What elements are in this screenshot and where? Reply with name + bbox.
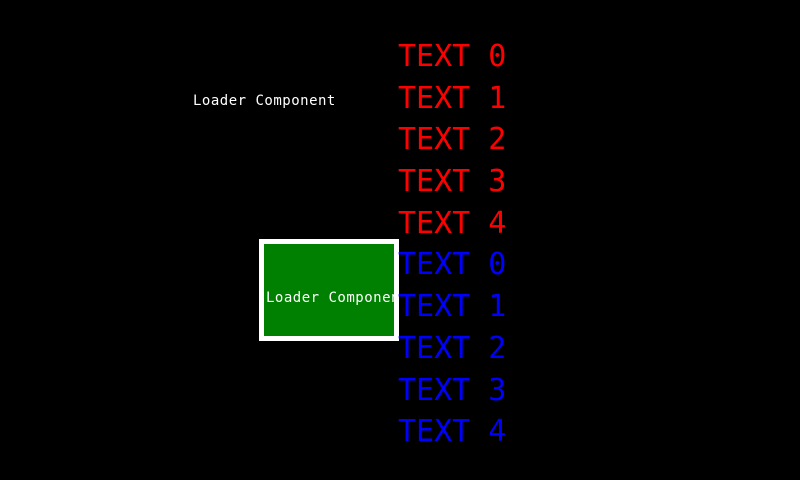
loader-component-label: Loader Component	[193, 93, 336, 109]
text-item[interactable]: TEXT 2	[398, 119, 738, 161]
text-item-label: TEXT 3	[398, 372, 507, 408]
loader-component-box-label: Loader Component	[266, 290, 399, 306]
text-item-label: TEXT 0	[398, 247, 507, 283]
text-item-label: TEXT 3	[398, 164, 507, 200]
text-item-label: TEXT 1	[398, 289, 507, 325]
text-item[interactable]: TEXT 1	[398, 78, 738, 120]
text-item-list: TEXT 0 TEXT 1 TEXT 2 TEXT 3 TEXT 4 TEXT 0 TEXT…	[398, 36, 738, 453]
text-item[interactable]: TEXT 1	[398, 286, 738, 328]
text-item[interactable]: TEXT 3	[398, 161, 738, 203]
text-item-label: TEXT 0	[398, 39, 507, 74]
text-item-label: TEXT 1	[398, 80, 507, 116]
text-item[interactable]: TEXT 0	[398, 36, 738, 78]
text-item-label: TEXT 2	[398, 330, 507, 366]
text-item-label: TEXT 2	[398, 122, 507, 158]
text-item[interactable]: TEXT 2	[398, 328, 738, 370]
text-item[interactable]: TEXT 4	[398, 411, 738, 453]
text-item[interactable]: TEXT 0	[398, 244, 738, 286]
text-item[interactable]: TEXT 3	[398, 370, 738, 412]
loader-component-box[interactable]: Loader Component	[259, 239, 399, 341]
text-item-label: TEXT 4	[398, 205, 507, 241]
text-item[interactable]: TEXT 4	[398, 203, 738, 245]
text-item-label: TEXT 4	[398, 414, 507, 450]
